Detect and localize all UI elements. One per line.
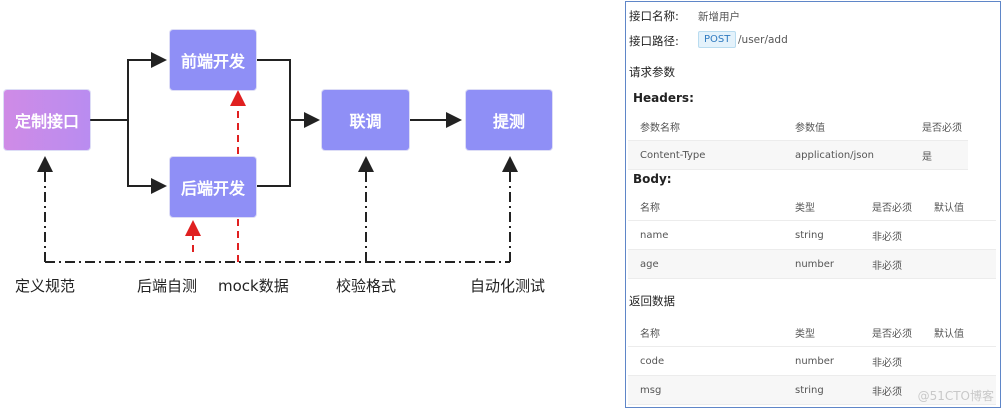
cell-header-name: Content-Type: [628, 140, 783, 170]
api-path-label: 接口路径:: [629, 34, 679, 48]
api-name-value: 新增用户: [698, 11, 740, 23]
col-required: 是否必须: [860, 318, 922, 347]
api-name-label: 接口名称:: [629, 9, 679, 23]
response-table: 名称 类型 是否必须 默认值 code number 非必须 msg strin…: [628, 318, 996, 405]
cell-field-required: 非必须: [860, 249, 922, 279]
method-badge: POST: [698, 31, 737, 48]
flow-connectors: [37, 52, 518, 263]
node-define-label: 定制接口: [14, 112, 79, 131]
node-submit-test: 提测: [466, 90, 552, 150]
cell-field-name: name: [628, 220, 783, 250]
table-row: age number 非必须: [628, 249, 996, 279]
headers-table-header: 参数名称 参数值 是否必须: [628, 112, 968, 141]
cell-field-default: [922, 375, 996, 405]
cell-field-type: number: [783, 346, 860, 376]
table-row: Content-Type application/json 是: [628, 140, 968, 170]
cell-field-default: [922, 249, 996, 279]
label-mock-data: mock数据: [218, 277, 289, 295]
cell-field-name: age: [628, 249, 783, 279]
cell-field-required: 非必须: [860, 346, 922, 376]
col-type: 类型: [783, 318, 860, 347]
node-integration-label: 联调: [349, 112, 382, 131]
label-define-spec: 定义规范: [15, 277, 76, 295]
col-default: 默认值: [922, 318, 996, 347]
edge-to-frontend: [127, 52, 167, 120]
edge-to-backend: [127, 120, 167, 194]
node-frontend-label: 前端开发: [180, 52, 245, 71]
col-name: 名称: [628, 318, 783, 347]
node-define-interface: 定制接口: [4, 90, 90, 150]
cell-field-required: 非必须: [860, 220, 922, 250]
cell-field-type: string: [783, 220, 860, 250]
api-doc-panel: 接口名称: 新增用户 接口路径: POST /user/add 请求参数 Hea…: [625, 1, 1001, 408]
request-params-heading: 请求参数: [629, 65, 675, 79]
cell-field-required: 非必须: [860, 375, 922, 405]
node-backend-label: 后端开发: [180, 179, 245, 198]
response-heading: 返回数据: [629, 294, 675, 308]
cell-header-required: 是: [910, 140, 968, 170]
node-frontend-dev: 前端开发: [170, 30, 256, 90]
node-backend-dev: 后端开发: [170, 157, 256, 217]
cell-field-name: code: [628, 346, 783, 376]
node-integration: 联调: [322, 90, 409, 150]
label-backend-selftest: 后端自测: [137, 277, 198, 295]
col-name: 名称: [628, 192, 783, 221]
label-validate-format: 校验格式: [336, 277, 397, 295]
label-auto-test: 自动化测试: [470, 277, 546, 295]
edge-backend-merge: [257, 120, 291, 187]
table-row: msg string 非必须: [628, 375, 996, 405]
cell-field-type: number: [783, 249, 860, 279]
col-type: 类型: [783, 192, 860, 221]
body-table-header: 名称 类型 是否必须 默认值: [628, 192, 996, 221]
table-row: name string 非必须: [628, 220, 996, 250]
response-table-header: 名称 类型 是否必须 默认值: [628, 318, 996, 347]
cell-header-value: application/json: [783, 140, 910, 170]
api-path-value: /user/add: [738, 34, 788, 46]
table-row: code number 非必须: [628, 346, 996, 376]
headers-table: 参数名称 参数值 是否必须 Content-Type application/j…: [628, 112, 968, 170]
flow-diagram: 定制接口 前端开发 后端开发 联调 提测 定义规范 后端自测 mock数据 校验…: [4, 30, 552, 295]
col-param-value: 参数值: [783, 112, 910, 141]
cell-field-default: [922, 220, 996, 250]
col-param-name: 参数名称: [628, 112, 783, 141]
body-heading: Body:: [633, 172, 672, 186]
watermark: @51CTO博客: [917, 389, 994, 403]
col-default: 默认值: [922, 192, 996, 221]
col-required: 是否必须: [910, 112, 968, 141]
edge-frontend-merge: [257, 59, 291, 120]
col-required: 是否必须: [860, 192, 922, 221]
cell-field-name: msg: [628, 375, 783, 405]
headers-heading: Headers:: [633, 91, 694, 105]
body-table: 名称 类型 是否必须 默认值 name string 非必须 age numbe…: [628, 192, 996, 279]
cell-field-default: [922, 346, 996, 376]
node-submit-label: 提测: [492, 112, 525, 131]
cell-field-type: string: [783, 375, 860, 405]
